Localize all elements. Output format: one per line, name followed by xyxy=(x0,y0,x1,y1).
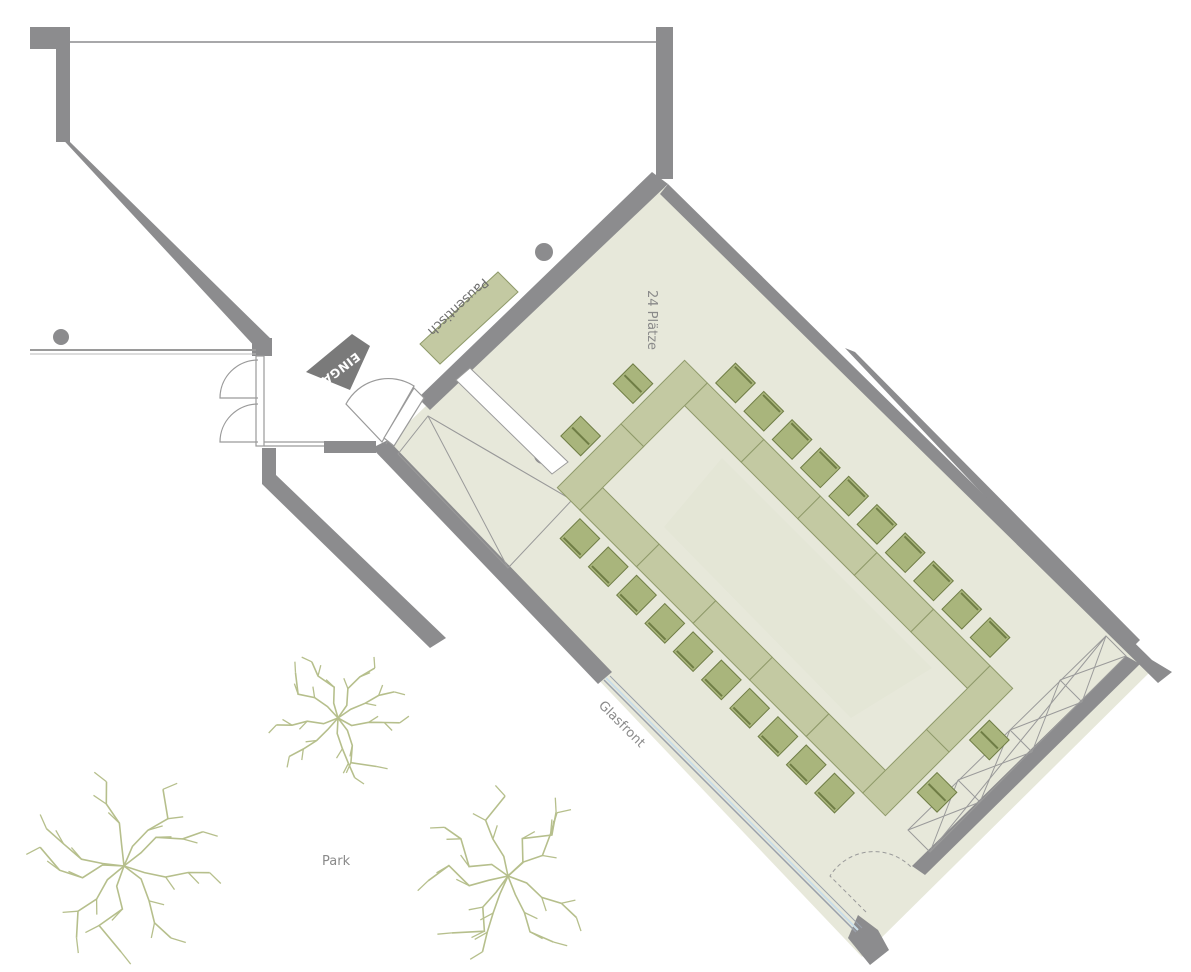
tree-icon xyxy=(25,771,222,965)
chair xyxy=(612,363,654,405)
chair xyxy=(559,517,601,560)
door-swing-icon xyxy=(219,355,324,447)
chair xyxy=(729,687,771,729)
chair xyxy=(916,771,958,813)
trees xyxy=(25,656,582,965)
table-ring-center xyxy=(664,458,932,718)
chair xyxy=(743,390,785,432)
chair xyxy=(560,415,602,457)
chair xyxy=(785,744,827,786)
chair xyxy=(799,447,841,489)
door-swing-icon xyxy=(829,851,913,913)
conference-tables xyxy=(556,359,1014,817)
park-label: Park xyxy=(322,854,351,869)
chair xyxy=(771,419,813,461)
chair xyxy=(813,772,856,814)
column-icon xyxy=(535,243,553,261)
door-swing-icon xyxy=(345,377,425,447)
tree-icon xyxy=(417,784,582,960)
chair xyxy=(616,574,658,616)
capacity-label: 24 Plätze xyxy=(644,290,659,350)
chair xyxy=(856,503,898,545)
chair xyxy=(968,719,1010,761)
chair xyxy=(828,475,870,517)
glass-front xyxy=(603,675,863,933)
chair xyxy=(672,631,714,673)
chair xyxy=(969,616,1011,659)
chair xyxy=(700,659,742,701)
shelving xyxy=(907,635,1127,853)
column-icon xyxy=(53,329,69,345)
chair xyxy=(941,588,983,630)
chair xyxy=(644,602,686,644)
walls xyxy=(30,27,1172,965)
chairs xyxy=(559,362,1011,814)
chair xyxy=(912,560,954,602)
chair xyxy=(587,546,629,588)
table xyxy=(556,423,645,511)
table xyxy=(862,728,950,817)
chair xyxy=(757,715,799,757)
entry-niche xyxy=(397,367,573,569)
tree-icon xyxy=(268,656,410,785)
chair xyxy=(884,532,926,574)
left-partition xyxy=(30,329,256,355)
chair xyxy=(714,362,757,404)
